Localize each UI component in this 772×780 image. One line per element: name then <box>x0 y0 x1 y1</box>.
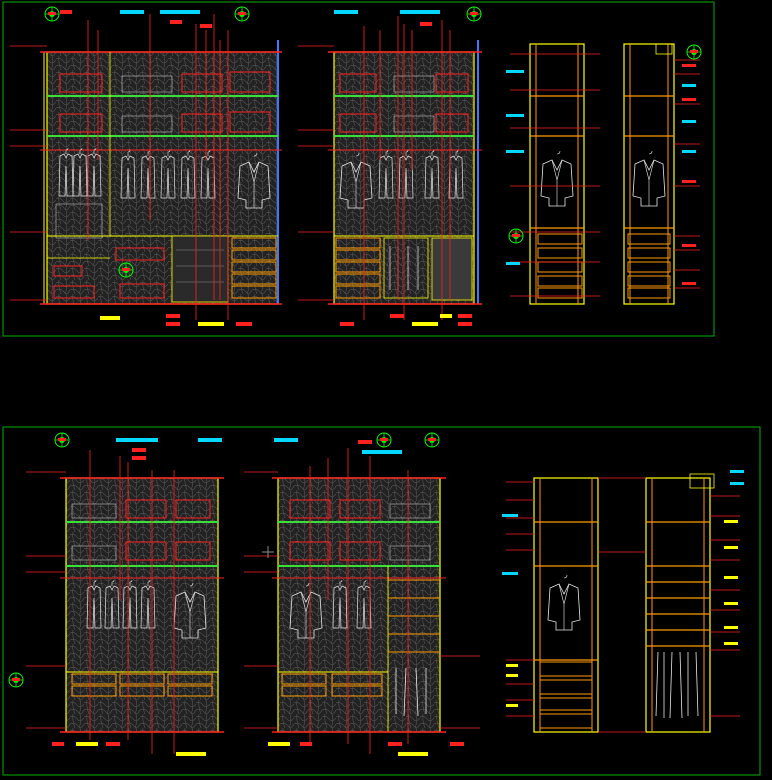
section-h-bottom <box>598 470 744 733</box>
elevation-b-top <box>298 6 482 326</box>
sheet-top-frame <box>2 1 715 337</box>
elevation-e-bottom <box>8 432 224 756</box>
section-c-top <box>506 43 600 305</box>
sheet-bottom <box>2 426 761 776</box>
sheet-top <box>2 1 715 337</box>
section-g-bottom <box>502 477 599 733</box>
section-d-top <box>623 43 702 305</box>
elevation-f-bottom <box>244 432 480 756</box>
cursor-crosshair-icon <box>262 546 274 558</box>
elevation-a-top <box>10 6 282 326</box>
sheet-bottom-frame <box>2 426 761 776</box>
